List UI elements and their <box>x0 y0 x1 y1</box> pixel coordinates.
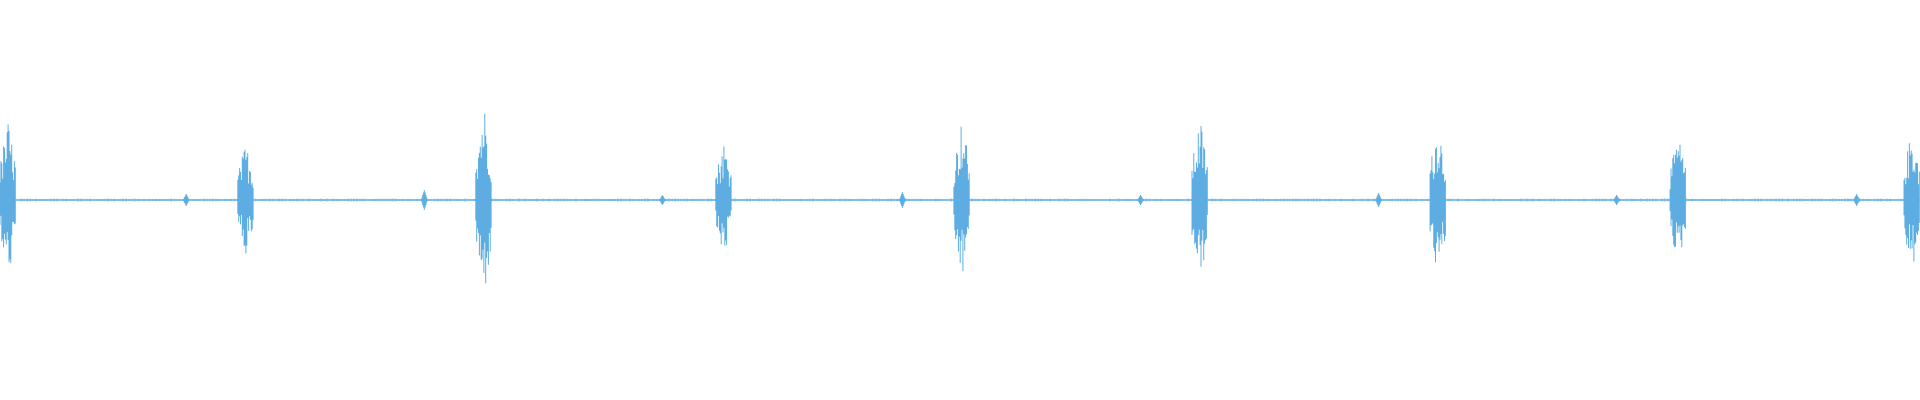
waveform-burst-3 <box>475 113 492 284</box>
waveform-tick-1 <box>183 194 190 206</box>
waveform-marks <box>0 113 1920 284</box>
waveform-burst-8 <box>1669 144 1686 248</box>
waveform-burst-9 <box>1903 143 1920 262</box>
waveform-burst-4 <box>715 146 732 246</box>
waveform-tick-6 <box>1375 193 1382 207</box>
waveform-burst-2 <box>237 149 254 254</box>
waveform-burst-5 <box>953 126 970 272</box>
waveform-burst-6 <box>1191 126 1208 267</box>
waveform-tick-8 <box>1853 194 1860 206</box>
waveform-burst-1 <box>0 124 16 264</box>
waveform-burst-7 <box>1429 145 1446 263</box>
waveform-tick-5 <box>1137 195 1144 205</box>
waveform-tick-7 <box>1613 195 1620 205</box>
waveform-tick-4 <box>899 192 906 208</box>
waveform-tick-3 <box>659 195 666 205</box>
waveform-tick-2 <box>421 190 428 210</box>
